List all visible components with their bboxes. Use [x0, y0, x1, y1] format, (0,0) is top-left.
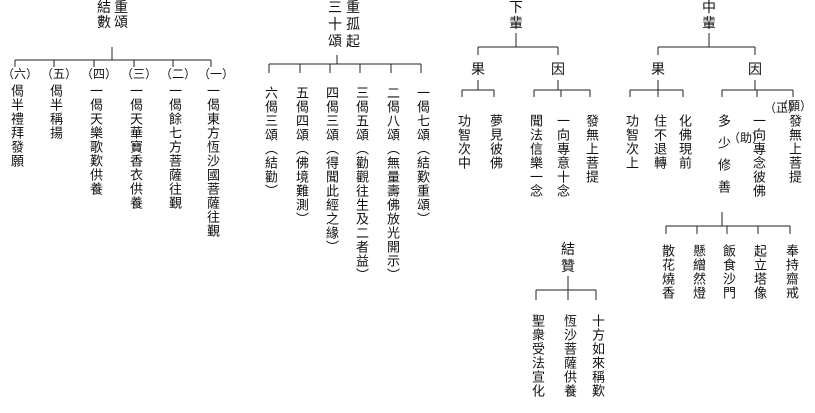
sec4-sub-item: 起立塔像 — [751, 244, 766, 300]
sec4-sub-item: 飯食沙門 — [720, 244, 735, 300]
sec4-yin-item-3: 發無上菩提 — [786, 114, 801, 184]
sec4-title-char: 中 — [702, 0, 716, 16]
sec4-guo-item: 化佛現前 — [676, 114, 691, 170]
sec3-yin-item: 發無上菩提 — [583, 114, 598, 184]
sec1-item-text: 一偈餘七方菩薩往覲 — [166, 84, 181, 210]
sec3-guo-item: 夢見彼佛 — [487, 114, 502, 170]
sec2-title-char: 十 — [328, 17, 342, 33]
sec4-yin-item-2: 一向專念彼佛 — [750, 114, 765, 198]
sec2-item: 五偈四頌（佛境難測） — [293, 86, 308, 226]
sec1-title-char: 重 — [114, 0, 128, 16]
sec1-item-text: 偈半稱揚 — [47, 84, 62, 140]
sec1-item-text: 一偈天華寶香衣供養 — [127, 84, 142, 210]
sec1-item-text: 一偈東方恆沙國菩薩往覲 — [204, 84, 219, 238]
sec2-title-char: 起 — [346, 34, 360, 50]
sec3-yin-item: 聞法信樂一念 — [527, 114, 542, 198]
sec3-jiezan-item: 恆沙菩薩供養 — [561, 314, 576, 398]
sec1-item-text: 一偈天樂歌歎供養 — [87, 84, 102, 196]
sec1-title-char: 結 — [97, 0, 111, 16]
sec1-item-number: （三） — [121, 67, 158, 81]
sec3-guo-label: 果 — [471, 62, 485, 78]
sec1-item-number: （五） — [41, 67, 78, 81]
sec2-item: 六偈三頌（結勸） — [262, 86, 277, 198]
sec3-yin-label: 因 — [551, 62, 565, 78]
sec2-title-char: 頌 — [328, 34, 342, 50]
sec2-item: 四偈三頌（得聞此經之緣） — [323, 86, 338, 254]
sec3-title-char: 輩 — [509, 16, 523, 32]
sec3-jiezan-title-char: 結 — [561, 242, 575, 258]
sec3-jiezan-title-char: 贊 — [561, 259, 575, 275]
sec2-item: 二偈八頌（無量壽佛放光開示） — [384, 86, 399, 282]
sec4-yin-item-1-mark: （助） — [728, 131, 765, 145]
sec2-title-char: 三 — [328, 0, 342, 16]
sec1-item-number: （六） — [2, 67, 39, 81]
sec3-jiezan-item: 十方如來稱歎 — [589, 314, 604, 398]
sec1-item-text: 偈半禮拜發願 — [8, 84, 23, 168]
sec4-yin-item-1: 多少修善 — [715, 114, 730, 202]
sec4-sub-item: 散花燒香 — [659, 244, 674, 300]
sec2-title-char: 重 — [346, 0, 360, 16]
sec1-title-char: 數 — [97, 15, 111, 31]
sec3-guo-item: 功智次中 — [455, 114, 470, 170]
sec4-yin-label: 因 — [748, 62, 762, 78]
sec1-item-number: （二） — [160, 67, 197, 81]
sec3-jiezan-item: 聖衆受法宣化 — [529, 314, 544, 398]
sec4-guo-item: 住不退轉 — [651, 114, 666, 170]
sec4-sub-item: 懸繒然燈 — [690, 244, 705, 300]
sec3-title-char: 下 — [509, 0, 523, 16]
sec2-item: 三偈五頌（勸觀往生及二者益） — [353, 86, 368, 282]
sec2-item: 一偈七頌（結歎重頌） — [414, 86, 429, 226]
sec4-yin-item-3-mark: （願） — [776, 99, 813, 113]
sec4-sub-item: 奉持齋戒 — [783, 244, 798, 300]
sec4-title-char: 輩 — [702, 16, 716, 32]
sec1-title-char: 頌 — [114, 15, 128, 31]
sec1-item-number: （四） — [81, 67, 118, 81]
sec4-guo-item: 功智次上 — [623, 114, 638, 170]
sec2-title-char: 孤 — [346, 17, 360, 33]
sec1-item-number: （一） — [198, 67, 235, 81]
sec3-yin-item: 一向專意十念 — [554, 114, 569, 198]
sec4-guo-label: 果 — [651, 62, 665, 78]
sec4-yin-item-2-mark: （正） — [764, 101, 801, 115]
